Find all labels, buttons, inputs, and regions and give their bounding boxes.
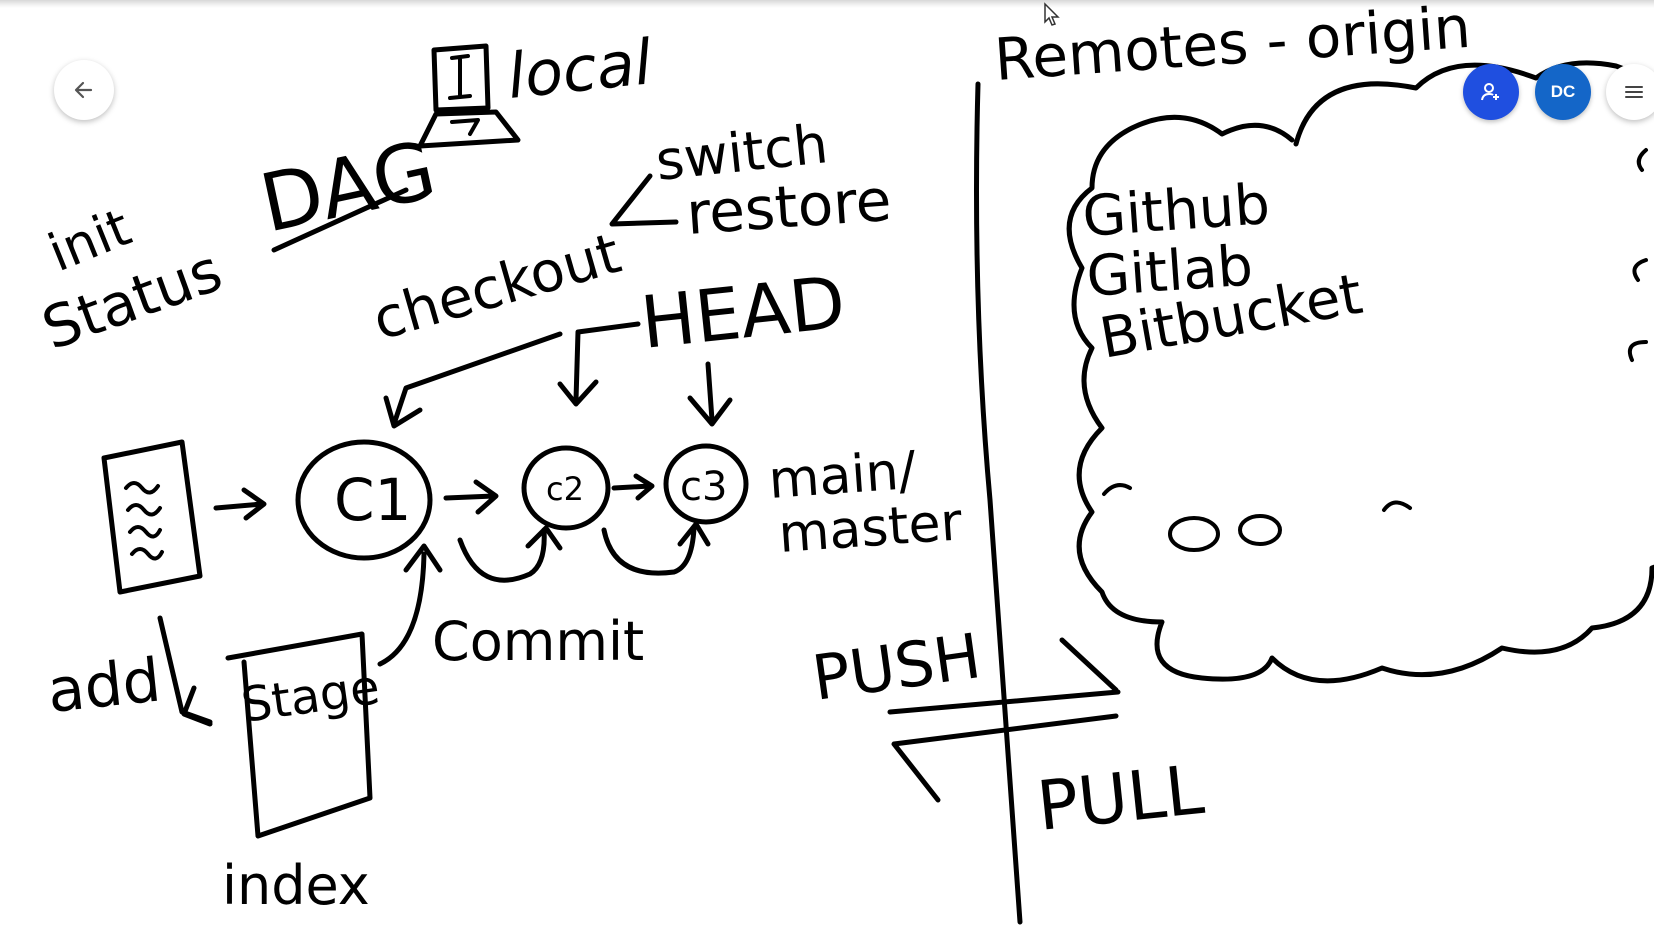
add-label: add [44, 645, 164, 726]
c3-label: c3 [680, 464, 727, 510]
arrow-left-icon [74, 81, 93, 99]
local-remote-divider [974, 81, 1023, 925]
switch-restore-bracket [609, 173, 679, 227]
add-arrow [157, 615, 213, 727]
cloud-bubbles [1102, 148, 1648, 552]
user-avatar-button[interactable]: DC [1535, 64, 1591, 120]
remote-host-github: Github [1080, 172, 1272, 250]
stage-label: Stage [238, 659, 383, 734]
dag-label: DAG [253, 123, 444, 250]
doc-to-c1-arrow [213, 487, 267, 521]
commit-label: Commit [432, 610, 644, 673]
hamburger-menu-icon [1625, 86, 1643, 98]
commit-c3[interactable] [663, 443, 749, 525]
menu-button[interactable] [1606, 64, 1654, 120]
commit-c1[interactable] [295, 439, 433, 561]
index-label: index [222, 854, 370, 917]
local-label: local [504, 25, 655, 113]
main-label: main/ [767, 441, 919, 511]
head-arrows [383, 321, 733, 429]
laptop-icon [417, 43, 521, 149]
commit-loop-arrows [457, 521, 711, 583]
remote-hosts-list: Github Gitlab Bitbucket [1080, 172, 1367, 372]
master-label: master [777, 492, 965, 565]
remote-cloud [1066, 60, 1654, 684]
window-top-edge [0, 0, 1654, 8]
back-button[interactable] [54, 60, 114, 120]
push-label: PUSH [808, 619, 985, 715]
invite-people-button[interactable] [1463, 64, 1519, 120]
c2-to-c3-arrow [611, 473, 655, 501]
pull-arrow [891, 713, 1119, 803]
pull-label: PULL [1034, 751, 1208, 847]
stage-to-c1-arrow [377, 543, 443, 667]
working-directory-doc [101, 439, 203, 595]
head-label: HEAD [637, 260, 849, 365]
mouse-cursor-icon [1044, 2, 1060, 26]
avatar-initials: DC [1550, 82, 1576, 101]
stage-box [225, 631, 373, 839]
commit-c2[interactable] [521, 445, 611, 531]
restore-label: restore [684, 166, 893, 248]
checkout-label: checkout [366, 221, 628, 353]
remote-host-gitlab: Gitlab [1084, 234, 1254, 310]
c1-to-c2-arrow [443, 479, 499, 515]
remotes-label: Remotes - origin [992, 0, 1473, 94]
c2-label: c2 [546, 470, 584, 508]
c1-label: C1 [334, 466, 411, 534]
person-add-icon [1481, 83, 1499, 101]
dag-underline [271, 187, 409, 253]
push-arrow [887, 637, 1121, 715]
